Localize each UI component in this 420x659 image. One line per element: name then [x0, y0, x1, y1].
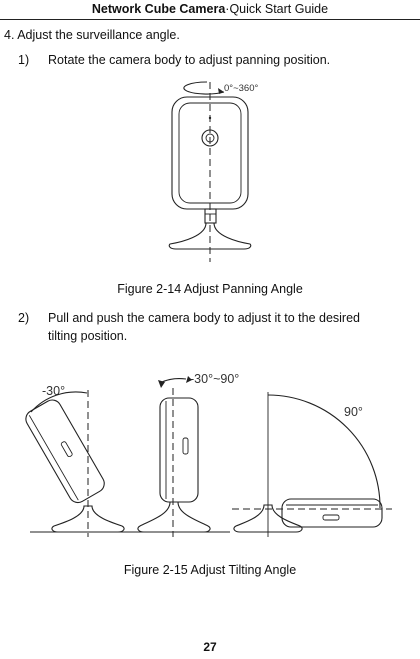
rotation-arc: [183, 81, 225, 95]
pan-angle-label: 0°~360°: [224, 83, 258, 94]
header-separator: ·: [225, 2, 230, 16]
tilt-angle-figure: -30° -30°~90° 90°: [25, 372, 392, 537]
tilt-mid-camera: -30°~90°: [136, 372, 239, 537]
page-header: Network Cube Camera·Quick Start Guide: [0, 0, 420, 22]
step-2-text-line-2: tilting position.: [48, 329, 128, 343]
pan-angle-figure: 0°~360°: [168, 81, 258, 262]
tilt-mid-body: [159, 397, 199, 503]
step-2-number: 2): [18, 311, 30, 325]
figure-2-caption: Figure 2-15 Adjust Tilting Angle: [123, 563, 297, 577]
header-doc-title: Quick Start Guide: [229, 2, 329, 16]
tilt-right-base: [233, 504, 303, 533]
tilt-right-camera: 90°: [232, 392, 392, 537]
tilt-mid-base: [137, 501, 211, 533]
page-number: 27: [203, 640, 217, 654]
tilt-mid-arrowhead-left: [158, 380, 165, 388]
step-2-text-line-1: Pull and push the camera body to adjust …: [48, 311, 360, 325]
tilt-mid-label: -30°~90°: [190, 372, 239, 386]
step-1-text: Rotate the camera body to adjust panning…: [48, 53, 331, 67]
tilt-right-arc: [267, 394, 381, 509]
figure-1-caption: Figure 2-14 Adjust Panning Angle: [117, 282, 303, 296]
tilt-right-body: [281, 498, 383, 528]
rotation-arrowhead: [218, 88, 224, 94]
tilt-left-face: [28, 415, 79, 501]
tilt-left-arc: [30, 391, 88, 413]
tilt-mid-arrowhead-right: [186, 376, 192, 383]
tilt-left-slot: [60, 441, 73, 458]
section-title: 4. Adjust the surveillance angle.: [4, 28, 180, 42]
tilt-left-camera: -30°: [25, 384, 150, 537]
tilt-left-body: [25, 399, 105, 504]
tilt-mid-slot: [182, 437, 189, 455]
header-product: Network Cube Camera: [91, 2, 226, 16]
tilt-right-label: 90°: [344, 405, 363, 419]
step-1-number: 1): [18, 53, 30, 67]
header-rule: [0, 19, 420, 20]
tilt-right-slot: [322, 514, 340, 521]
